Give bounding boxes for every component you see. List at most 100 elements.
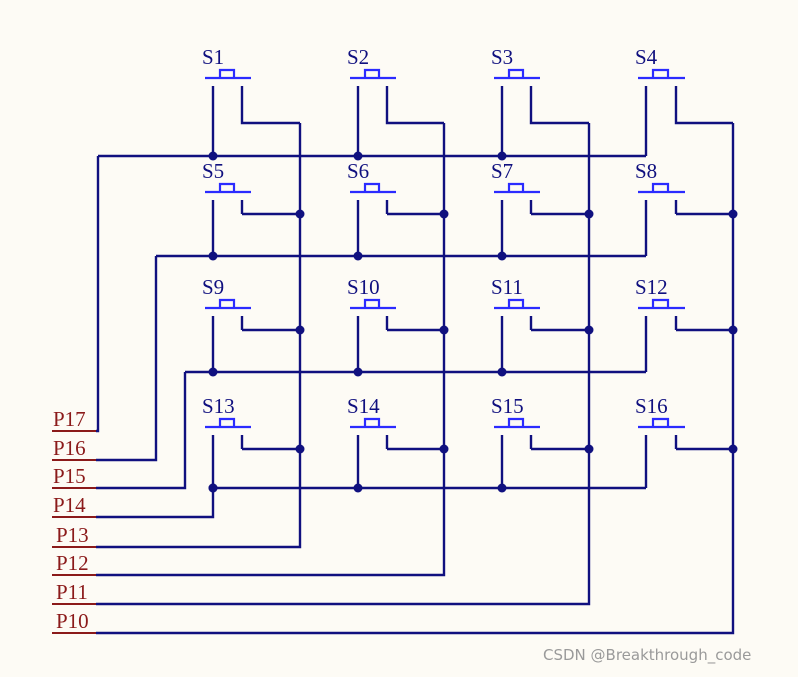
port-wire-col [96, 123, 446, 577]
switch-s13: S13 [202, 394, 251, 449]
plunger-cap [363, 298, 381, 308]
col-top-link [674, 100, 733, 125]
col-top-link [529, 100, 589, 125]
junction-dot [353, 251, 363, 261]
switch-s2: S2 [347, 45, 396, 100]
switch-s7: S7 [491, 159, 540, 214]
switch-label: S8 [635, 159, 657, 183]
port-label: P11 [56, 580, 88, 604]
junction-dot [497, 483, 507, 493]
port-p12: P12 [52, 551, 96, 576]
plunger-cap [507, 68, 525, 78]
switch-s16: S16 [635, 394, 685, 449]
plunger-cap [363, 182, 381, 192]
junction-dot [728, 325, 738, 335]
junction-dot [208, 367, 218, 377]
switch-s3: S3 [491, 45, 540, 100]
switch-s5: S5 [202, 159, 251, 214]
port-p17: P17 [52, 407, 96, 432]
switch-label: S7 [491, 159, 513, 183]
plunger-cap [651, 417, 670, 427]
switch-s15: S15 [491, 394, 540, 449]
switch-label: S13 [202, 394, 235, 418]
junction-dot [497, 151, 507, 161]
junction-dot [584, 325, 594, 335]
switch-label: S12 [635, 275, 668, 299]
switch-label: S2 [347, 45, 369, 69]
port-p11: P11 [52, 580, 96, 605]
switch-s11: S11 [491, 275, 540, 330]
junction-dot [208, 483, 218, 493]
port-label: P16 [53, 436, 86, 460]
junction-dot [728, 444, 738, 454]
port-p14: P14 [52, 493, 96, 518]
plunger-cap [651, 298, 670, 308]
plunger-cap [218, 417, 236, 427]
junction-dot [497, 251, 507, 261]
port-wire-row [96, 256, 158, 462]
port-label: P14 [53, 493, 86, 517]
plunger-cap [218, 298, 236, 308]
port-p10: P10 [52, 609, 96, 634]
junction-dot [584, 209, 594, 219]
port-label: P10 [56, 609, 89, 633]
plunger-cap [507, 298, 525, 308]
switch-label: S9 [202, 275, 224, 299]
switch-s4: S4 [635, 45, 685, 100]
col-top-link [385, 100, 444, 125]
port-wire-col [96, 123, 591, 606]
port-p15: P15 [52, 464, 96, 489]
port-label: P12 [56, 551, 89, 575]
port-label: P15 [53, 464, 86, 488]
switch-label: S3 [491, 45, 513, 69]
port-label: P17 [53, 407, 86, 431]
junction-dot [439, 444, 449, 454]
junction-dot [584, 444, 594, 454]
plunger-cap [218, 182, 236, 192]
watermark: CSDN @Breakthrough_code [543, 646, 752, 664]
junction-dot [353, 483, 363, 493]
plunger-cap [507, 182, 525, 192]
junction-dot [439, 209, 449, 219]
switch-s14: S14 [347, 394, 396, 449]
port-p13: P13 [52, 523, 96, 548]
switch-s12: S12 [635, 275, 685, 330]
switch-s10: S10 [347, 275, 396, 330]
plunger-cap [651, 68, 670, 78]
junction-dot [295, 209, 305, 219]
port-wire-row [96, 372, 187, 490]
port-wire-row [96, 156, 100, 433]
switch-label: S10 [347, 275, 380, 299]
port-p16: P16 [52, 436, 96, 461]
plunger-cap [363, 417, 381, 427]
switch-s9: S9 [202, 275, 251, 330]
port-wire-row [96, 488, 215, 519]
switch-label: S15 [491, 394, 524, 418]
switch-s1: S1 [202, 45, 251, 100]
junction-dot [497, 367, 507, 377]
port-wire-col [96, 123, 735, 635]
switch-label: S16 [635, 394, 668, 418]
junction-dot [295, 444, 305, 454]
switch-label: S1 [202, 45, 224, 69]
junction-dot [353, 367, 363, 377]
switch-label: S14 [347, 394, 380, 418]
wire-layer [96, 100, 735, 635]
switch-s8: S8 [635, 159, 685, 214]
junction-dot [728, 209, 738, 219]
col-top-link [240, 100, 300, 125]
port-wire-col [96, 123, 302, 549]
junction-dot [208, 151, 218, 161]
switch-label: S6 [347, 159, 369, 183]
plunger-cap [651, 182, 670, 192]
plunger-cap [507, 417, 525, 427]
plunger-cap [218, 68, 236, 78]
plunger-cap [363, 68, 381, 78]
switch-s6: S6 [347, 159, 396, 214]
port-label: P13 [56, 523, 89, 547]
switch-label: S11 [491, 275, 523, 299]
junction-layer [208, 151, 738, 493]
